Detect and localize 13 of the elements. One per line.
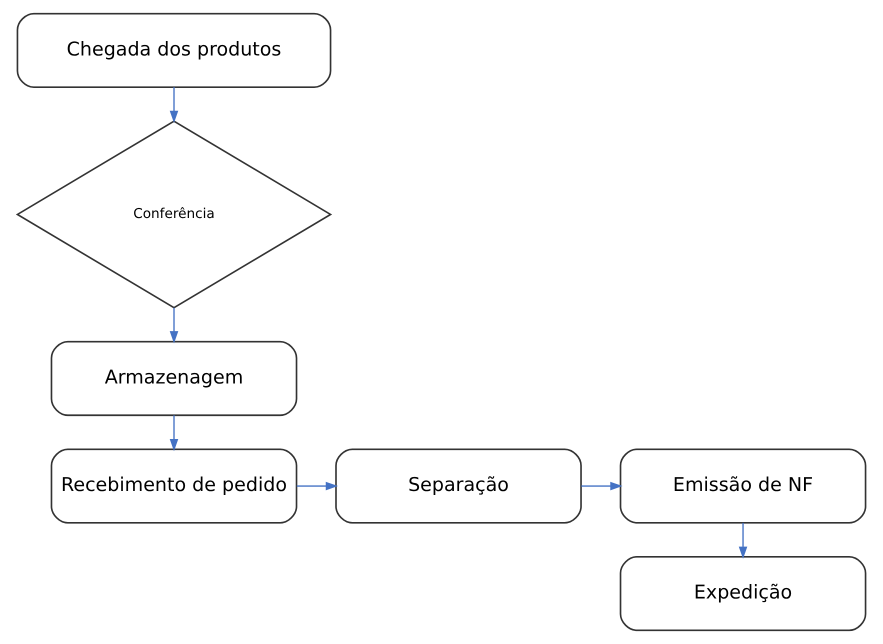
node-box: Recebimento de pedido	[50, 448, 298, 524]
node-diamond: Conferência	[16, 120, 332, 309]
node-box: Separação	[335, 448, 582, 524]
arrow	[170, 87, 178, 124]
arrow	[738, 522, 748, 559]
node-box: Emissão de NF	[620, 448, 866, 524]
arrow	[170, 308, 178, 344]
node-box: Chegada dos produtos	[16, 12, 332, 88]
arrow	[296, 482, 338, 490]
node-box: Expedição	[620, 556, 866, 632]
arrow	[581, 482, 623, 490]
arrow	[170, 415, 178, 452]
node-box: Armazenagem	[50, 340, 298, 416]
